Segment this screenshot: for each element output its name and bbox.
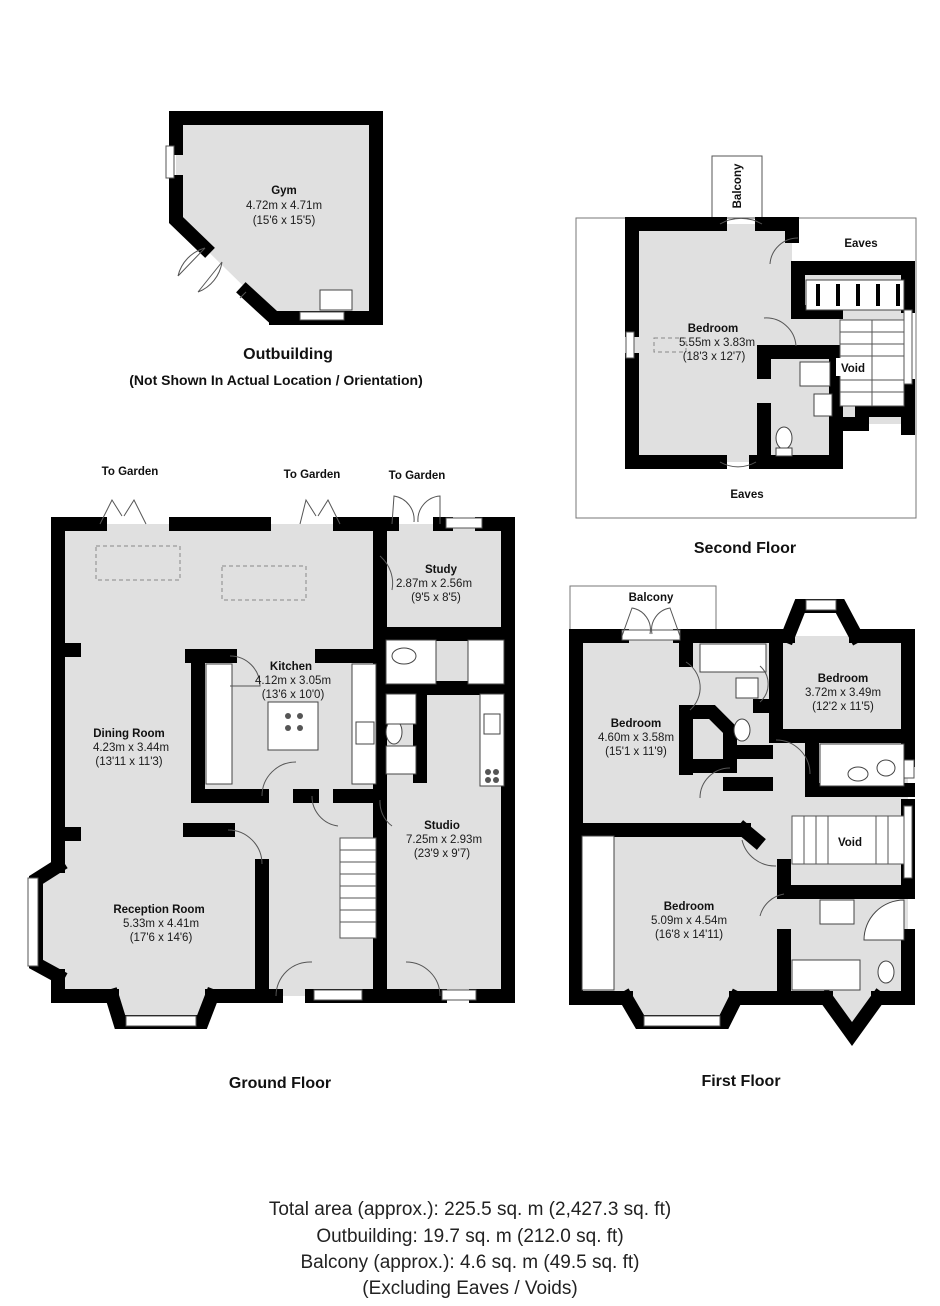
kitchen-imperial: (13'6 x 10'0) xyxy=(262,689,325,701)
second-floor-title: Second Floor xyxy=(694,540,796,557)
to-garden-2: To Garden xyxy=(284,469,341,481)
reception-room-name: Reception Room xyxy=(113,904,204,916)
outbuilding-title: Outbuilding xyxy=(243,346,333,363)
ground-floor-title: Ground Floor xyxy=(229,1075,331,1092)
first-floor-bedroom-right-metric: 3.72m x 3.49m xyxy=(805,687,881,699)
second-floor-void-label: Void xyxy=(841,363,865,375)
second-floor-plan: Balcony Eaves Eaves Void Bedroom 5.55m x… xyxy=(575,155,917,519)
second-floor-bedroom-imperial: (18'3 x 12'7) xyxy=(683,351,746,363)
to-garden-1: To Garden xyxy=(102,466,159,478)
outbuilding-subtitle: (Not Shown In Actual Location / Orientat… xyxy=(129,372,422,388)
balcony-area: Balcony (approx.): 4.6 sq. m (49.5 sq. f… xyxy=(301,1252,640,1273)
dining-room-imperial: (13'11 x 11'3) xyxy=(95,756,162,768)
first-floor-bedroom-main-imperial: (16'8 x 14'11) xyxy=(655,929,723,941)
first-floor-bedroom-left-imperial: (15'1 x 11'9) xyxy=(605,746,667,758)
first-floor-void-label: Void xyxy=(838,837,862,849)
outbuilding-plan: Gym 4.72m x 4.71m (15'6 x 15'5) xyxy=(165,111,383,325)
studio-name: Studio xyxy=(424,820,460,832)
second-floor-eaves-bottom: Eaves xyxy=(730,489,763,501)
dining-room-name: Dining Room xyxy=(93,728,165,740)
exclusion-note: (Excluding Eaves / Voids) xyxy=(362,1278,577,1299)
second-floor-bedroom-name: Bedroom xyxy=(688,323,738,335)
kitchen-metric: 4.12m x 3.05m xyxy=(255,675,331,687)
study-metric: 2.87m x 2.56m xyxy=(396,578,472,590)
first-floor-title: First Floor xyxy=(701,1073,780,1090)
outbuilding-area: Outbuilding: 19.7 sq. m (212.0 sq. ft) xyxy=(316,1226,623,1247)
gym-name: Gym xyxy=(271,185,297,197)
second-floor-balcony-label: Balcony xyxy=(732,163,744,208)
kitchen-name: Kitchen xyxy=(270,661,312,673)
first-floor-bedroom-left-name: Bedroom xyxy=(611,718,661,730)
to-garden-3: To Garden xyxy=(389,470,446,482)
studio-metric: 7.25m x 2.93m xyxy=(406,834,482,846)
reception-room-imperial: (17'6 x 14'6) xyxy=(130,932,193,944)
reception-room-metric: 5.33m x 4.41m xyxy=(123,918,199,930)
first-floor-bedroom-left-metric: 4.60m x 3.58m xyxy=(598,732,674,744)
ground-floor-plan: To Garden To Garden To Garden xyxy=(27,466,515,1029)
first-floor-plan: Balcony Void Bedroom 4.60m x 3.58m (15'1… xyxy=(569,585,915,1046)
total-area: Total area (approx.): 225.5 sq. m (2,427… xyxy=(269,1199,671,1220)
first-floor-bedroom-right-name: Bedroom xyxy=(818,673,868,685)
first-floor-bedroom-right-imperial: (12'2 x 11'5) xyxy=(812,701,874,713)
studio-imperial: (23'9 x 9'7) xyxy=(414,848,470,860)
gym-imperial: (15'6 x 15'5) xyxy=(253,215,316,227)
dining-room-metric: 4.23m x 3.44m xyxy=(93,742,169,754)
study-imperial: (9'5 x 8'5) xyxy=(411,592,461,604)
study-name: Study xyxy=(425,564,458,576)
gym-metric: 4.72m x 4.71m xyxy=(246,200,322,212)
first-floor-bedroom-main-metric: 5.09m x 4.54m xyxy=(651,915,727,927)
first-floor-balcony-label: Balcony xyxy=(629,592,674,604)
area-totals: Total area (approx.): 225.5 sq. m (2,427… xyxy=(269,1199,671,1299)
second-floor-bedroom-metric: 5.55m x 3.83m xyxy=(679,337,755,349)
first-floor-bedroom-main-name: Bedroom xyxy=(664,901,714,913)
second-floor-eaves-top: Eaves xyxy=(844,238,877,250)
